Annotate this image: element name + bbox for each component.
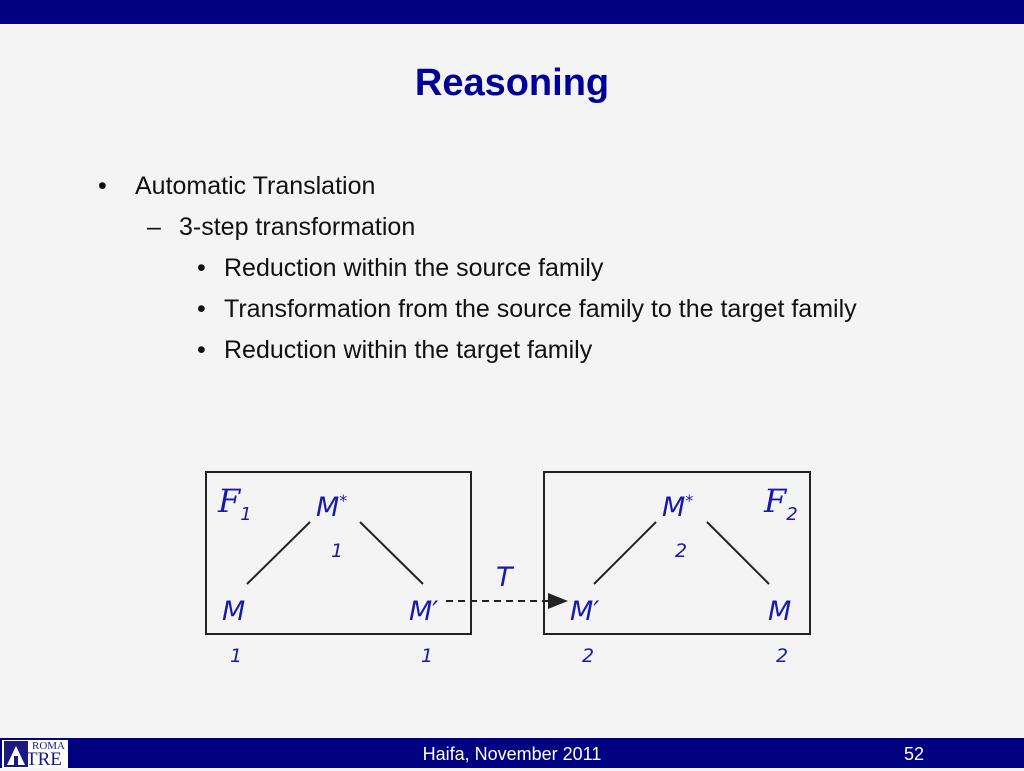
bullet-marker: • [197, 254, 206, 282]
star-mark: * [685, 491, 694, 510]
right-edge-left [593, 521, 657, 585]
right-edge-right [706, 521, 770, 585]
bullet-transformation-source-target: Transformation from the source family to… [224, 295, 857, 323]
family-index: 1 [240, 504, 252, 525]
family-label-1: F1 [218, 482, 252, 525]
bullet-list: • Automatic Translation – 3-step transfo… [0, 0, 1024, 380]
footer-text: Haifa, November 2011 [422, 744, 602, 764]
prime-mark: ′ [432, 596, 439, 627]
model-symbol: M [570, 596, 594, 627]
slide-title: Reasoning [414, 62, 610, 104]
model-1: M [222, 596, 246, 627]
prime-mark: ′ [593, 596, 600, 627]
left-edge-right [359, 521, 424, 585]
model-symbol: M [316, 492, 340, 523]
bullet-marker: • [98, 172, 107, 200]
left-edge-left [246, 521, 311, 585]
star-mark: * [339, 491, 348, 510]
target-family-box [543, 471, 811, 635]
family-symbol: F [218, 482, 241, 520]
university-building-icon [4, 741, 28, 767]
family-symbol: F [764, 482, 787, 520]
transform-label: T [496, 562, 513, 593]
model-star-2: M* [662, 491, 693, 523]
page-number: 52 [904, 744, 925, 764]
bullet-3-step-transformation: 3-step transformation [179, 213, 416, 241]
bullet-marker: • [197, 336, 206, 364]
model-2: M [768, 596, 792, 627]
model-star-1: M* [316, 491, 347, 523]
model-prime-2: M′ [570, 596, 599, 627]
model-star-1-index: 1 [331, 540, 344, 562]
bullet-reduction-source: Reduction within the source family [224, 254, 604, 282]
logo-text-roma: ROMA [32, 740, 66, 752]
model-2-index: 2 [776, 645, 789, 667]
bullet-reduction-target: Reduction within the target family [224, 336, 593, 364]
model-prime-1: M′ [409, 596, 438, 627]
family-label-2: F2 [764, 482, 798, 525]
model-1-index: 1 [230, 645, 243, 667]
top-bar [0, 0, 1024, 24]
source-family-box [205, 471, 472, 635]
bullet-marker: • [197, 295, 206, 323]
model-prime-1-index: 1 [421, 645, 434, 667]
model-symbol: M [409, 596, 433, 627]
model-prime-2-index: 2 [582, 645, 595, 667]
roma-tre-logo: ROMA TRE [2, 740, 68, 770]
logo-text-tre: TRE [26, 749, 62, 770]
family-index: 2 [786, 504, 798, 525]
bullet-automatic-translation: Automatic Translation [135, 172, 376, 200]
model-symbol: M [662, 492, 686, 523]
dash-marker: – [147, 213, 161, 241]
bottom-bar [0, 738, 1024, 768]
model-star-2-index: 2 [675, 540, 688, 562]
